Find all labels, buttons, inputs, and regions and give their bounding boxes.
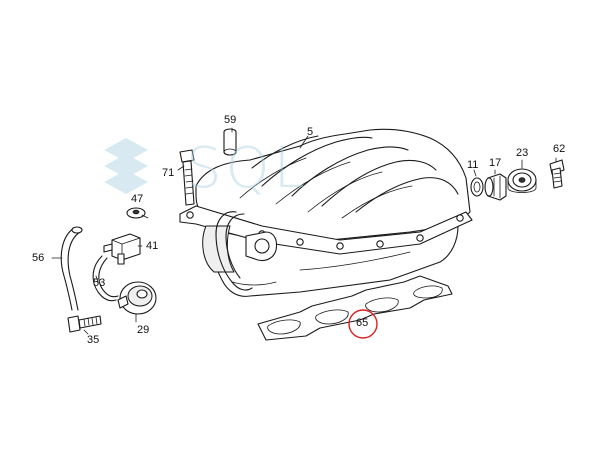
- valve-part-23: [507, 168, 537, 193]
- part-number-5: 5: [307, 126, 314, 138]
- vacuum-unit-part-29: [117, 281, 157, 315]
- part-number-47: 47: [131, 193, 144, 205]
- grommet-part-47: [126, 207, 146, 219]
- part-number-23: 23: [516, 147, 529, 159]
- part-number-56: 56: [32, 252, 45, 264]
- part-number-65: 65: [356, 317, 369, 329]
- watermark-text: SQL: [186, 136, 309, 201]
- sql-logo-icon: [104, 138, 148, 194]
- part-number-41: 41: [146, 240, 159, 252]
- part-number-35: 35: [87, 334, 100, 346]
- part-number-53: 53: [93, 277, 106, 289]
- part-number-71: 71: [162, 167, 175, 179]
- part-number-17: 17: [489, 157, 502, 169]
- bolt-part-35: [67, 315, 102, 333]
- solenoid-valve-part-41: [103, 233, 141, 265]
- highlight-circle: [348, 309, 378, 339]
- bolt-part-62: [549, 159, 565, 189]
- part-number-59: 59: [224, 114, 237, 126]
- bolt-part-71: [179, 149, 195, 206]
- part-number-62: 62: [553, 143, 566, 155]
- part-number-11: 11: [467, 159, 479, 171]
- intake-gasket-part-65: [257, 275, 453, 341]
- fitting-part-17: [484, 173, 507, 201]
- part-number-29: 29: [137, 324, 150, 336]
- sleeve-part-59: [223, 128, 237, 156]
- intake-manifold-part-5: [179, 128, 473, 297]
- vacuum-line-part-53: [92, 255, 119, 302]
- hose-part-56: [60, 226, 83, 311]
- leader-lines: [51, 127, 557, 335]
- seal-ring-part-11: [470, 177, 484, 197]
